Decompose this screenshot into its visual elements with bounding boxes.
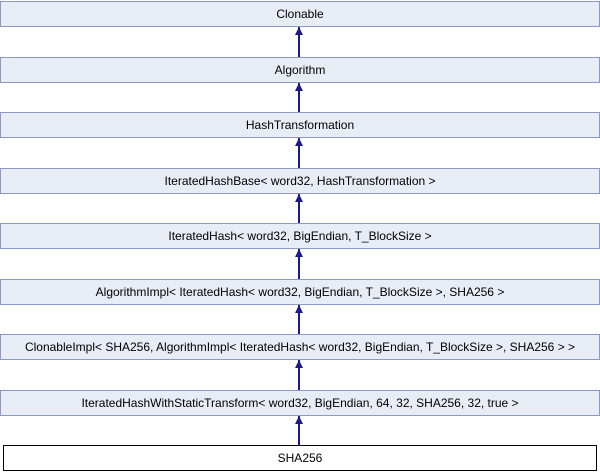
class-node-clonableimpl[interactable]: ClonableImpl< SHA256, AlgorithmImpl< Ite… [0,334,600,360]
class-node-algorithmimpl[interactable]: AlgorithmImpl< IteratedHash< word32, Big… [0,279,600,305]
class-node-iteratedhash[interactable]: IteratedHash< word32, BigEndian, T_Block… [0,223,600,249]
inheritance-arrow [294,138,304,168]
inheritance-arrow [294,416,304,445]
class-node-sha256: SHA256 [3,445,597,471]
class-node-iteratedhashwithstatictransform[interactable]: IteratedHashWithStaticTransform< word32,… [0,390,600,416]
inheritance-arrow [294,194,304,223]
class-node-algorithm[interactable]: Algorithm [0,57,600,83]
inheritance-arrow [294,249,304,279]
inheritance-arrow [294,27,304,57]
inheritance-arrow [294,305,304,334]
inheritance-arrow [294,360,304,390]
class-node-clonable[interactable]: Clonable [0,1,600,27]
class-node-iteratedhashbase[interactable]: IteratedHashBase< word32, HashTransforma… [0,168,600,194]
inheritance-arrow [294,83,304,112]
class-node-hashtransformation[interactable]: HashTransformation [0,112,600,138]
